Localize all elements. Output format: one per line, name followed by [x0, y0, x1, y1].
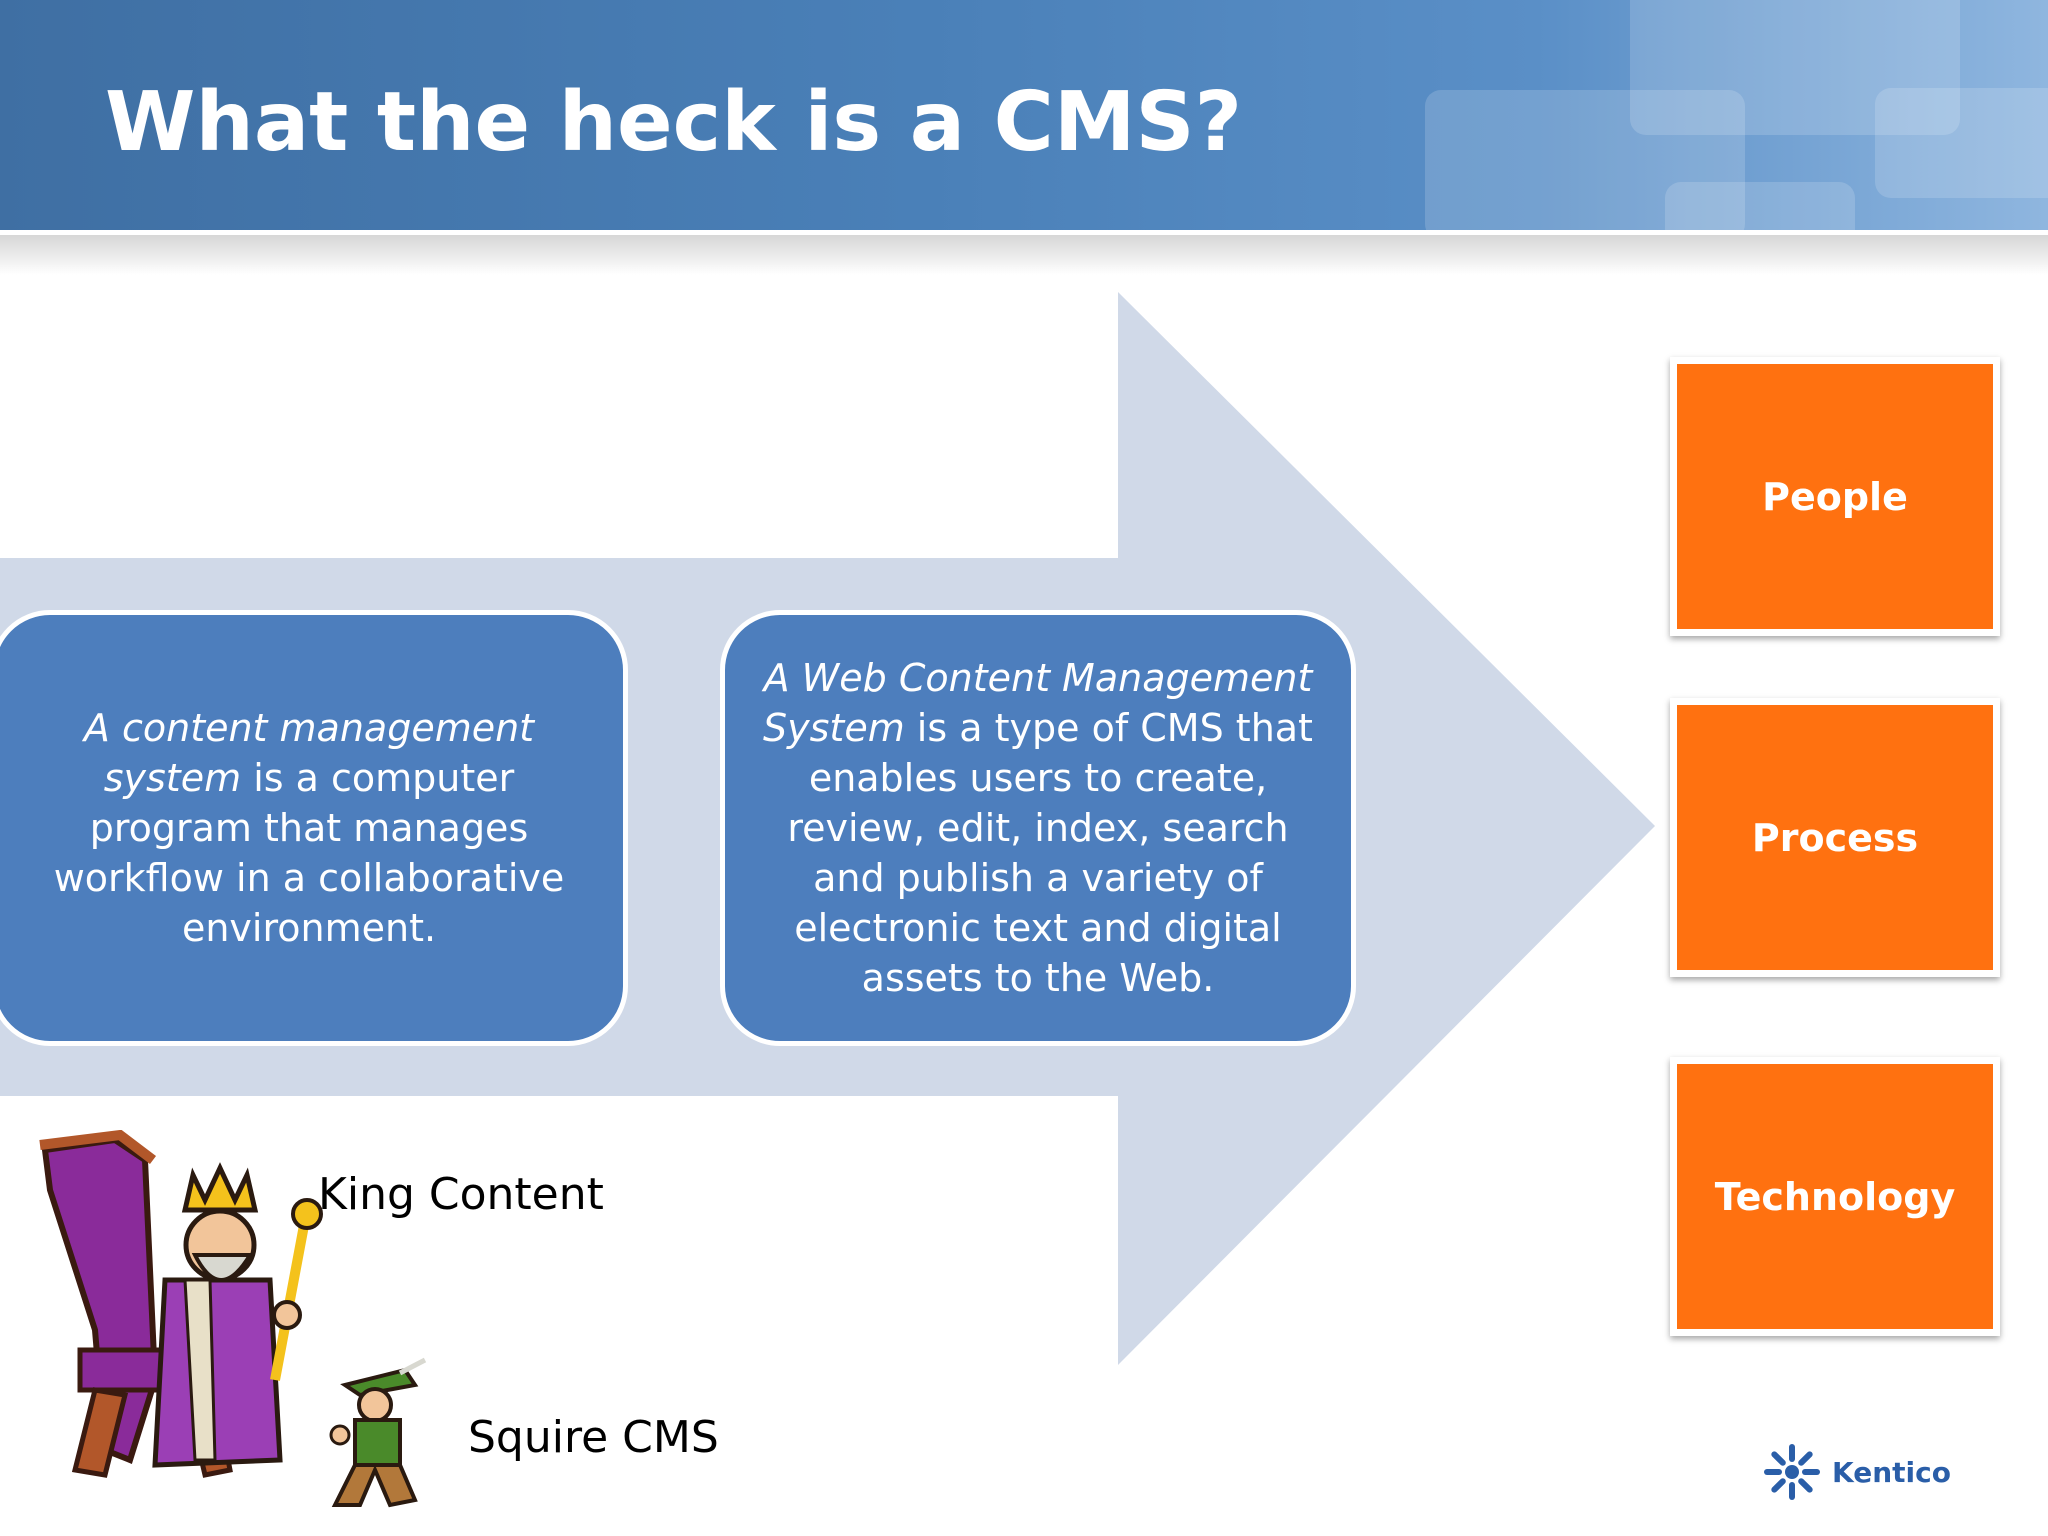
definition-box-wcms: A Web Content Management System is a typ…: [720, 610, 1356, 1046]
header-shadow: [0, 235, 2048, 275]
pillar-box-technology: Technology: [1670, 1057, 2000, 1336]
definition-term: A Web Content Management System: [763, 656, 1313, 750]
squire-legs: [331, 1463, 418, 1508]
king-content-caption: King Content: [318, 1169, 604, 1220]
definition-term: A content management system: [83, 706, 535, 800]
scepter-orb: [291, 1198, 323, 1230]
squire-illustration: [329, 1357, 427, 1508]
scepter-staff: [270, 1219, 310, 1381]
squire-body: [353, 1418, 402, 1467]
header-divider: [0, 230, 2048, 235]
header-band: [0, 0, 2048, 230]
kentico-logo-text: Kentico: [1832, 1455, 1951, 1489]
pillar-box-people: People: [1670, 357, 2000, 636]
squire-feather: [398, 1357, 427, 1376]
king-beard: [191, 1253, 254, 1282]
pillar-label: Technology: [1714, 1174, 1956, 1219]
king-crown: [181, 1162, 259, 1213]
pillar-label: Process: [1751, 815, 1919, 860]
pillar-label: People: [1762, 474, 1908, 519]
squire-head: [357, 1387, 393, 1423]
squire-hat: [340, 1367, 419, 1398]
kentico-logo: Kentico: [1760, 1440, 1951, 1504]
header-decoration: [1630, 0, 1960, 135]
king-robe: [152, 1277, 283, 1468]
definition-body: is a computer program that manages workf…: [53, 756, 565, 950]
kentico-flower-icon: [1764, 1444, 1820, 1500]
king-on-throne-illustration: [39, 1130, 323, 1478]
king-hand: [272, 1300, 302, 1330]
definition-text: A content management system is a compute…: [23, 703, 595, 953]
definition-text: A Web Content Management System is a typ…: [753, 653, 1323, 1003]
definition-body: is a type of CMS that enables users to c…: [787, 706, 1313, 1000]
header-decoration: [1665, 182, 1855, 230]
header-decoration: [1425, 90, 1745, 230]
squire-cms-caption: Squire CMS: [468, 1412, 719, 1463]
slide-title: What the heck is a CMS?: [105, 75, 1243, 170]
throne-leg: [71, 1387, 129, 1478]
definition-box-cms: A content management system is a compute…: [0, 610, 628, 1046]
pillar-box-process: Process: [1670, 698, 2000, 977]
header-decoration: [1875, 88, 2048, 198]
squire-hand: [329, 1424, 351, 1446]
throne-frame: [39, 1130, 157, 1164]
robe-trim: [183, 1278, 217, 1462]
